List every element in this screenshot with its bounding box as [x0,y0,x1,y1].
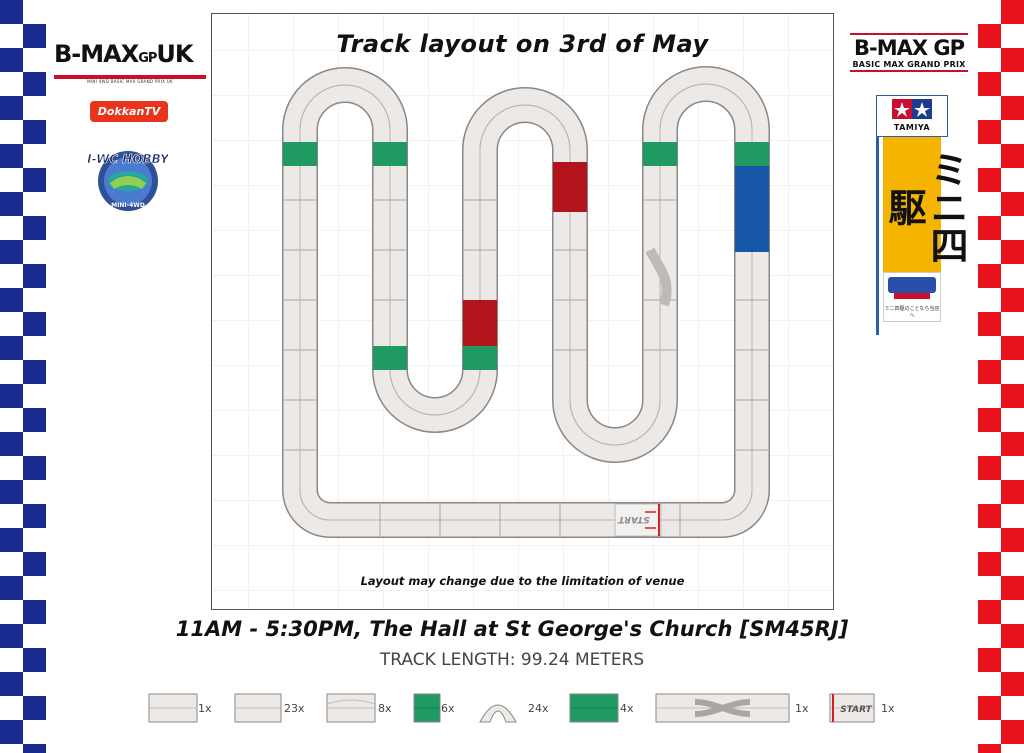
bmax-gp-logo: B-MAX GP BASIC MAX GRAND PRIX [850,32,968,72]
legend-green-double-icon [569,693,619,723]
green-slope-1 [283,142,317,166]
legend-straight-icon [234,693,282,723]
legend-corner-count: 24x [528,702,549,715]
banner-footer: ミニ四駆のことなら当店へ [883,272,941,322]
red-section-1 [553,162,587,212]
bmax-gp-uk-logo: B-MAXGPUK MINI 4WD BASIC MAX GRAND PRIX … [54,40,206,84]
legend-start-gate-icon: START [829,693,875,723]
iwc-hobby-logo: I-WC HOBBY MINI-4WD [88,151,168,211]
lane-changer-crossing [645,247,672,307]
green-slope-4 [463,346,497,370]
event-time-venue: 11AM - 5:30PM, The Hall at St George's C… [175,617,849,641]
green-slope-2 [373,142,407,166]
right-checkered-border [978,0,1024,753]
track-length: TRACK LENGTH: 99.24 METERS [379,650,645,670]
legend-wave-icon [326,693,376,723]
mini-4wd-banner-text: ミニ四駆 [882,137,968,272]
track-section-joints [284,199,768,536]
blue-section [735,166,769,252]
legend-green-double-count: 4x [620,702,634,715]
green-slope-5 [643,142,677,166]
legend-wave-count: 8x [378,702,392,715]
left-checkered-border [0,0,46,753]
legend-lane-change-start-icon [148,693,198,723]
legend-green-slope-icon [413,693,441,723]
legend-start-gate-count: 1x [881,702,895,715]
layout-disclaimer: Layout may change due to the limitation … [360,574,685,588]
legend-corner-icon [479,704,517,723]
svg-text:START: START [840,705,872,715]
track-layout-title: Track layout on 3rd of May [336,30,709,58]
legend-lane-change-start-count: 1x [198,702,212,715]
tamiya-banner: TAMIYA ミニ四駆 ミニ四駆のことなら当店へ [876,95,968,335]
green-slope-6 [735,142,769,166]
dokkan-tv-logo: DokkanTV [90,101,168,122]
start-label: START [617,514,649,524]
green-slope-3 [373,346,407,370]
track-diagram: START [212,14,833,609]
legend-lane-changer-icon [655,693,790,723]
tamiya-logo: TAMIYA [876,95,948,137]
legend-straight-count: 23x [284,702,305,715]
start-gate: START [614,503,662,537]
svg-text:MINI-4WD: MINI-4WD [111,202,145,209]
legend-green-slope-count: 6x [441,702,455,715]
red-section-2 [463,300,497,346]
svg-text:I-WC HOBBY: I-WC HOBBY [88,152,168,166]
legend-lane-changer-count: 1x [795,702,809,715]
